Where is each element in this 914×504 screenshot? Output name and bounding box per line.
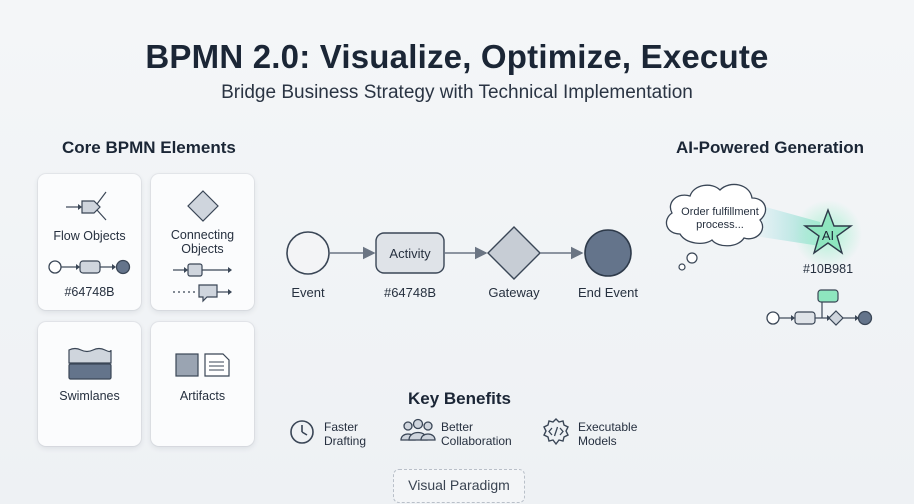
end-event-shape (584, 229, 632, 277)
diamond-icon (187, 190, 219, 222)
page-subtitle: Bridge Business Strategy with Technical … (221, 82, 693, 103)
card-connecting-objects: Connecting Objects (151, 174, 254, 310)
cloud-prompt-text: Order fulfillment process... (681, 206, 759, 231)
benefit-executable-models: Executable Models (578, 420, 638, 448)
end-event-label: End Event (578, 285, 638, 300)
cloud-bubble (665, 183, 767, 247)
card-connecting-objects-label: Connecting Objects (170, 228, 235, 256)
activity-label: Activity (389, 246, 431, 261)
core-elements-heading: Core BPMN Elements (62, 138, 236, 157)
ai-cloud-graphic (665, 183, 862, 271)
card-artifacts-label: Artifacts (179, 389, 226, 403)
start-event-shape (286, 231, 330, 275)
benefits-heading: Key Benefits (408, 389, 511, 408)
artifact-icon (175, 353, 230, 377)
bpmn-flow-diagram (286, 226, 632, 280)
footer-brand: Visual Paradigm (393, 469, 525, 503)
swimlane-icon (68, 347, 112, 380)
ai-heading: AI-Powered Generation (676, 138, 864, 157)
card-flow-objects-color: #64748B (64, 285, 115, 299)
benefit-faster-drafting: Faster Drafting (324, 420, 367, 448)
ai-color-label: #10B981 (802, 262, 854, 276)
code-gear-icon (543, 418, 569, 446)
event-label: Event (291, 285, 325, 300)
generated-flow-icon (766, 289, 873, 326)
gateway-label: Gateway (488, 285, 540, 300)
ai-star-icon (802, 208, 854, 255)
people-icon (400, 418, 436, 441)
card-swimlanes: Swimlanes (38, 322, 141, 446)
card-flow-objects: Flow Objects #64748B (38, 174, 141, 310)
clock-icon (290, 420, 314, 444)
card-artifacts: Artifacts (151, 322, 254, 446)
benefit-better-collaboration: Better Collaboration (441, 420, 512, 448)
gateway-shape (487, 226, 541, 280)
flow-object-icon (66, 191, 107, 221)
page-title: BPMN 2.0: Visualize, Optimize, Execute (145, 38, 769, 75)
card-flow-objects-label: Flow Objects (53, 229, 126, 243)
connector-icon (173, 263, 232, 303)
card-swimlanes-label: Swimlanes (59, 389, 120, 403)
activity-color-label: #64748B (383, 285, 437, 300)
mini-flow-icon (48, 259, 131, 275)
ai-badge-label: AI (821, 228, 835, 243)
